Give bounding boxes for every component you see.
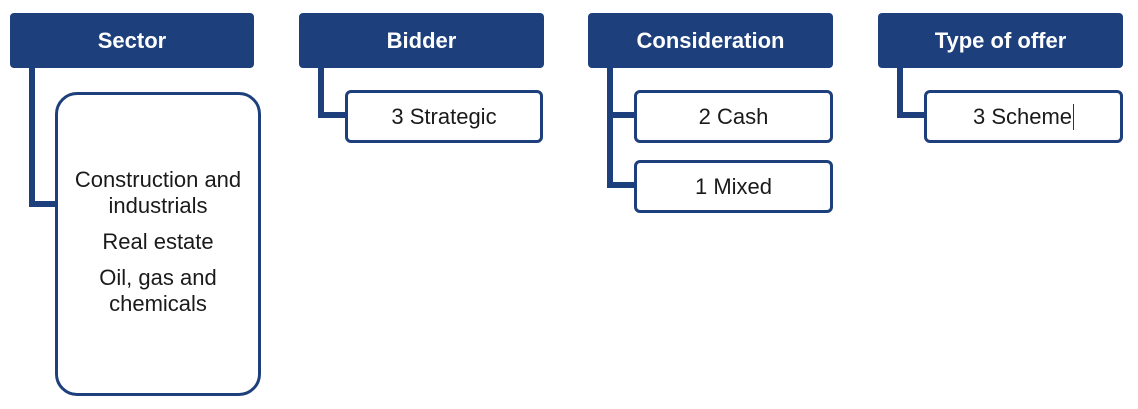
consideration-item: 1 Mixed (694, 173, 773, 199)
bidder-connector-horizontal (318, 112, 346, 118)
consideration-connector-vertical (607, 68, 613, 188)
sector-header: Sector (10, 13, 254, 68)
consideration-connector-horizontal-2 (607, 182, 635, 188)
bidder-item-box: 3 Strategic (345, 90, 543, 143)
consideration-item: 2 Cash (698, 103, 769, 129)
type-of-offer-item: 3 Scheme (972, 103, 1073, 129)
bidder-header-label: Bidder (386, 27, 457, 53)
consideration-item-box-mixed: 1 Mixed (634, 160, 833, 213)
sector-items-box: Construction and industrials Real estate… (55, 92, 261, 396)
type-of-offer-header: Type of offer (878, 13, 1123, 68)
type-of-offer-header-label: Type of offer (934, 27, 1067, 53)
bidder-item: 3 Strategic (391, 103, 497, 129)
type-of-offer-connector-horizontal (897, 112, 925, 118)
sector-item: Oil, gas and chemicals (99, 265, 217, 316)
text-cursor (1073, 103, 1075, 130)
consideration-item-box-cash: 2 Cash (634, 90, 833, 143)
consideration-header: Consideration (588, 13, 833, 68)
sector-header-label: Sector (97, 27, 167, 53)
consideration-header-label: Consideration (636, 27, 785, 53)
consideration-connector-horizontal-1 (607, 112, 635, 118)
type-of-offer-connector-vertical (897, 68, 903, 118)
sector-connector-vertical (29, 68, 35, 207)
sector-connector-horizontal (29, 201, 56, 207)
type-of-offer-item-box[interactable]: 3 Scheme (924, 90, 1123, 143)
bidder-connector-vertical (318, 68, 324, 118)
sector-item: Real estate (102, 229, 214, 254)
bidder-header: Bidder (299, 13, 544, 68)
sector-item: Construction and industrials (74, 167, 242, 218)
